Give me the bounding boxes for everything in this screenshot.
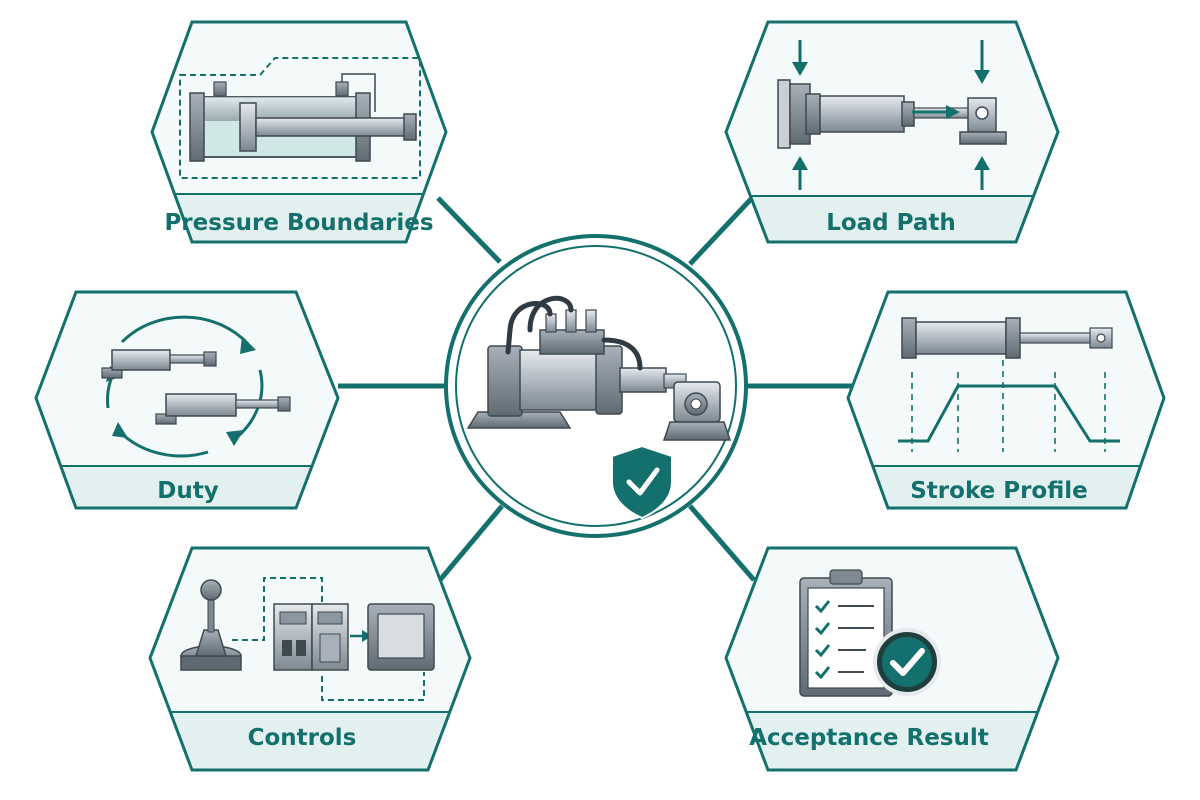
node-controls: Controls	[148, 546, 472, 772]
cycle-arrows-icon	[101, 315, 291, 458]
connector-pressure-boundaries	[436, 196, 502, 264]
node-pressure-boundaries: Pressure Boundaries	[150, 20, 448, 244]
node-load-path: Load Path	[724, 20, 1060, 244]
node-label: Pressure Boundaries	[164, 210, 433, 236]
joystick-controller-icon	[180, 577, 435, 701]
connector-controls	[438, 504, 504, 582]
node-duty: Duty	[34, 290, 340, 510]
node-label: Acceptance Result	[749, 725, 989, 751]
node-label: Controls	[248, 725, 357, 751]
clipboard-check-icon	[799, 569, 941, 697]
node-stroke-profile: Stroke Profile	[846, 290, 1166, 510]
hydraulic-cylinder-with-shield-check-icon	[466, 295, 732, 520]
node-label: Stroke Profile	[910, 478, 1088, 504]
stroke-profile-graph-icon	[898, 317, 1120, 452]
node-label: Load Path	[826, 210, 956, 236]
connector-acceptance-result	[688, 504, 756, 582]
connector-lines	[338, 196, 852, 582]
node-label: Duty	[157, 478, 218, 504]
connector-load-path	[688, 196, 754, 266]
node-acceptance-result: Acceptance Result	[724, 546, 1060, 772]
center-hub	[444, 234, 748, 538]
load-arrows-icon	[777, 40, 1007, 190]
cylinder-cutaway-icon	[179, 57, 421, 179]
